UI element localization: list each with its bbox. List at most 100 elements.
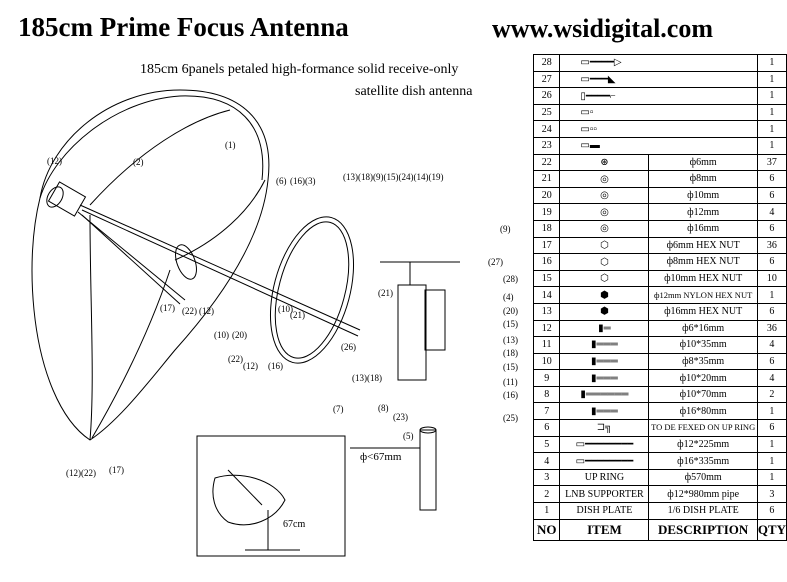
row-no: 16 [532, 253, 561, 271]
part-icon: ◎ [559, 219, 650, 238]
callout-10: (10) [278, 304, 293, 314]
bracket-hook-icon: ▯━━━━⌐ [580, 90, 616, 102]
row-qty: 1 [756, 120, 787, 138]
row-description: ф12*225mm [648, 435, 758, 454]
row-qty: 6 [756, 253, 787, 271]
row-description: ф10*20mm [648, 369, 758, 387]
row-no: 23 [532, 136, 561, 155]
callout-12c: (12) [199, 306, 214, 316]
row-no: 7 [532, 402, 561, 421]
row-no: 2 [532, 485, 561, 504]
mount-plate [424, 289, 446, 351]
bolt-icon: ▮═══ [591, 339, 618, 351]
lnb-feed [47, 181, 87, 217]
lnb-support-pipe [77, 211, 186, 301]
callout-12-22: (12)(22) [66, 468, 96, 478]
row-qty: 1 [756, 286, 787, 304]
row-no: 3 [532, 468, 561, 487]
row-qty: 37 [756, 153, 787, 172]
row-qty: 1 [756, 452, 787, 470]
callout-13-18: (13)(18) [352, 373, 382, 383]
table-row: 25▭▫1 [532, 103, 787, 122]
part-icon: ◎ [559, 203, 650, 221]
row-no: 18 [532, 219, 561, 238]
part-icon: ▭▬ [559, 136, 758, 155]
hex-nut-icon: ⬡ [600, 273, 609, 285]
row-qty: 10 [756, 269, 787, 288]
callout-22: (22) [228, 354, 243, 364]
part-icon: ▮══════ [559, 385, 650, 404]
row-no: 14 [532, 286, 561, 304]
row-description: ф16mm HEX NUT [648, 302, 758, 321]
part-icon: ⊛ [559, 153, 650, 172]
row-qty: 2 [756, 385, 787, 404]
row-description: ф6mm HEX NUT [648, 236, 758, 255]
row-qty: 1 [756, 136, 787, 155]
callout-12: (12) [47, 156, 62, 166]
bolt-long-icon: ▮══════ [580, 389, 629, 401]
panel-seam [89, 109, 231, 206]
part-icon: ▮═══ [559, 352, 650, 371]
plate-holes-icon: ▭▫▫ [580, 123, 597, 135]
row-no: 8 [532, 385, 561, 404]
callout-25: (25) [503, 413, 518, 423]
row-description: ф16*80mm [648, 402, 758, 421]
part-icon: ◎ [559, 170, 650, 188]
row-description: ф6*16mm [648, 319, 758, 338]
bolt-short-icon: ▮═ [598, 322, 611, 334]
callout-16c: (16) [268, 361, 283, 371]
row-description: ф8mm [648, 170, 758, 188]
row-qty: 1 [756, 468, 787, 487]
row-no: 19 [532, 203, 561, 221]
row-qty: 6 [756, 186, 787, 205]
pole-top [419, 426, 437, 434]
bolt-icon: ▮═══ [591, 356, 618, 368]
callout-13: (13) [503, 335, 518, 345]
header-description: DESCRIPTION [648, 518, 758, 541]
row-description: ф570mm [648, 468, 758, 487]
callout-17b: (17) [109, 465, 124, 475]
part-icon: ▮═══ [559, 369, 650, 387]
inset-dimension-label: 67cm [283, 519, 305, 530]
row-description: ф16*335mm [648, 452, 758, 470]
plate-tab-icon: ▭▬ [580, 140, 600, 152]
row-description: TO DE FEXED ON UP RING [648, 419, 758, 437]
table-row: 26▯━━━━⌐1 [532, 87, 787, 105]
row-no: 4 [532, 452, 561, 470]
part-icon: ▮═══ [559, 336, 650, 354]
header-item: ITEM [559, 518, 650, 541]
callout-10b: (10) [214, 330, 229, 340]
part-icon: ⬡ [559, 253, 650, 271]
row-description: ф8mm HEX NUT [648, 253, 758, 271]
dish-outline [31, 89, 270, 441]
rod-long-icon: ▭━━━━━━━━ [575, 439, 634, 451]
row-description: ф10*70mm [648, 385, 758, 404]
panel-seam [89, 214, 93, 441]
row-qty: 6 [756, 352, 787, 371]
inset-dish [212, 474, 286, 526]
part-icon: ▭━━━◣ [559, 70, 758, 89]
hex-nut-icon: ⬡ [600, 239, 609, 251]
row-qty: 1 [756, 54, 787, 72]
row-qty: 1 [756, 435, 787, 454]
subtitle-line-2: satellite dish antenna [355, 84, 473, 99]
part-icon: ▯━━━━⌐ [559, 87, 758, 105]
row-item: DISH PLATE [559, 502, 650, 520]
callout-8: (8) [378, 403, 389, 413]
header-no: NO [532, 518, 561, 541]
callout-1: (1) [225, 140, 236, 150]
callout-9: (9) [500, 224, 511, 234]
row-qty: 6 [756, 302, 787, 321]
